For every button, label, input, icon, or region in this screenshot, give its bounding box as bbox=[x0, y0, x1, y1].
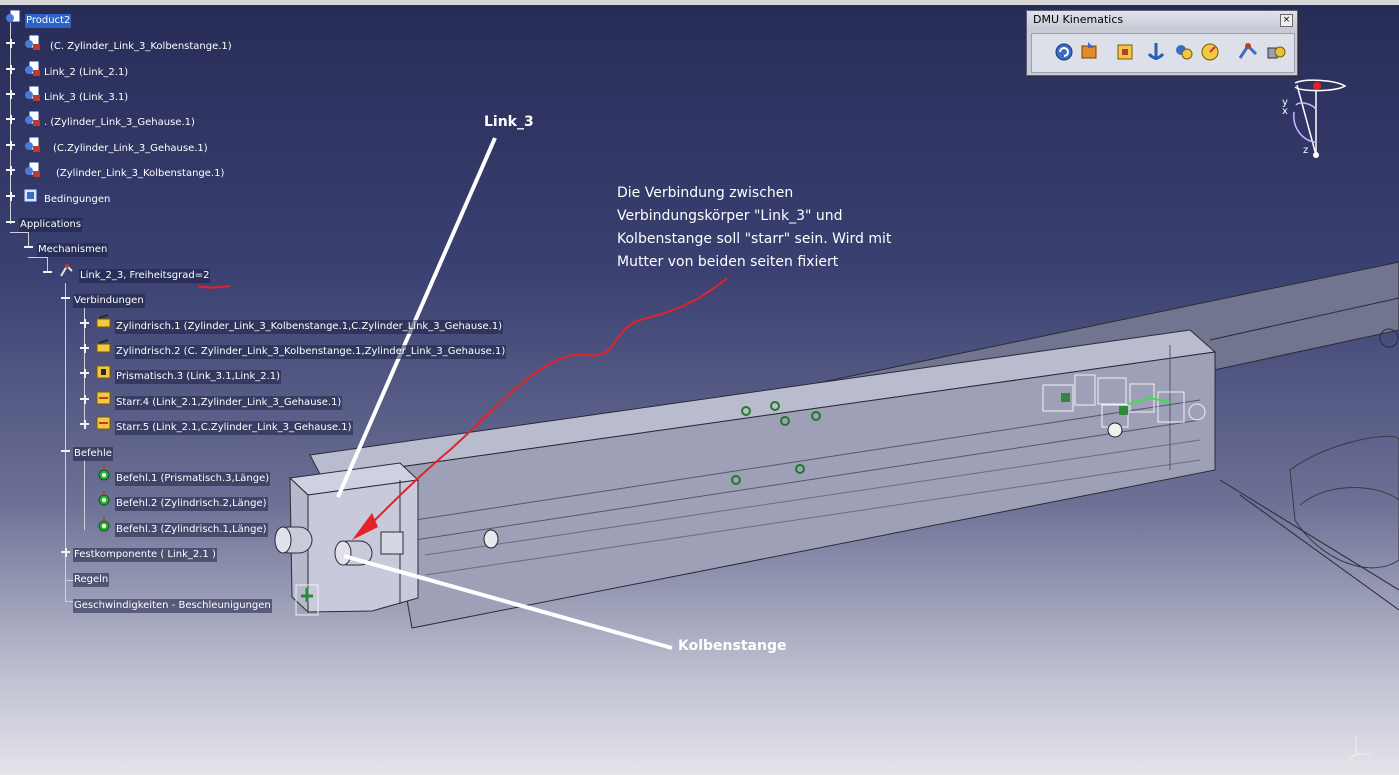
note-line: Die Verbindung zwischen bbox=[617, 185, 794, 201]
assembly-constraints-icon[interactable] bbox=[1172, 40, 1196, 64]
expand-icon[interactable] bbox=[6, 141, 15, 150]
expand-icon[interactable] bbox=[6, 166, 15, 175]
rigid-joint-icon[interactable] bbox=[95, 389, 112, 406]
tree-item-mechanism[interactable]: Link_2_3, Freiheitsgrad=2 bbox=[79, 269, 211, 283]
tree-item-product[interactable]: Link_3 (Link_3.1) bbox=[44, 92, 129, 103]
dmu-kinematics-toolbar[interactable]: DMU Kinematics × bbox=[1026, 10, 1298, 76]
tree-item-command[interactable]: Befehl.2 (Zylindrisch.2,Länge) bbox=[115, 497, 268, 511]
part-icon[interactable] bbox=[24, 34, 41, 51]
tree-item-festkomponente[interactable]: Festkomponente ( Link_2.1 ) bbox=[73, 548, 217, 562]
tree-item-bedingungen[interactable]: Bedingungen bbox=[44, 194, 111, 205]
expand-icon[interactable] bbox=[6, 192, 15, 201]
cylindrical-joint-icon[interactable] bbox=[95, 313, 112, 330]
part-icon[interactable] bbox=[24, 110, 41, 127]
command-icon[interactable] bbox=[96, 516, 113, 533]
cylindrical-joint-icon[interactable] bbox=[95, 338, 112, 355]
tree-item-joint[interactable]: Zylindrisch.1 (Zylinder_Link_3_Kolbensta… bbox=[115, 320, 504, 334]
collapse-icon[interactable] bbox=[61, 294, 70, 303]
expand-icon[interactable] bbox=[80, 369, 89, 378]
expand-icon[interactable] bbox=[80, 420, 89, 429]
expand-icon[interactable] bbox=[80, 344, 89, 353]
prismatic-joint-icon[interactable] bbox=[95, 363, 112, 380]
fixed-part-icon[interactable] bbox=[1144, 40, 1168, 64]
tree-item-joint[interactable]: Prismatisch.3 (Link_3.1,Link_2.1) bbox=[115, 370, 282, 384]
mechanism-analysis-icon[interactable] bbox=[1236, 40, 1260, 64]
expand-icon[interactable] bbox=[80, 395, 89, 404]
tree-item-product[interactable]: (C.Zylinder_Link_3_Gehause.1) bbox=[53, 143, 208, 154]
command-icon[interactable] bbox=[96, 490, 113, 507]
constraints-icon[interactable] bbox=[22, 187, 39, 204]
rigid-joint-icon[interactable] bbox=[95, 414, 112, 431]
product-icon[interactable] bbox=[5, 9, 22, 26]
part-icon[interactable] bbox=[24, 85, 41, 102]
expand-icon[interactable] bbox=[6, 39, 15, 48]
link3-callout-label: Link_3 bbox=[484, 114, 534, 130]
tree-item-applications[interactable]: Applications bbox=[19, 218, 83, 232]
compass-z-label: z bbox=[1303, 145, 1309, 156]
sensor-icon[interactable] bbox=[1264, 40, 1288, 64]
expand-icon[interactable] bbox=[6, 90, 15, 99]
tree-connector bbox=[65, 601, 75, 602]
compass-x-label: x bbox=[1282, 106, 1288, 117]
compass-y-label: y bbox=[1282, 97, 1288, 108]
note-line: Kolbenstange soll "starr" sein. Wird mit bbox=[617, 231, 892, 247]
toolbar-title-bar[interactable]: DMU Kinematics × bbox=[1027, 11, 1297, 30]
note-line: Verbindungskörper "Link_3" und bbox=[617, 208, 843, 224]
part-icon[interactable] bbox=[24, 161, 41, 178]
tree-item-product[interactable]: (Zylinder_Link_3_Kolbenstange.1) bbox=[56, 168, 225, 179]
toolbar-buttons bbox=[1031, 33, 1295, 73]
tree-item-joint[interactable]: Starr.5 (Link_2.1,C.Zylinder_Link_3_Geha… bbox=[115, 421, 353, 435]
tree-connector bbox=[65, 580, 75, 581]
tree-connector bbox=[84, 460, 85, 530]
tree-connector bbox=[47, 257, 48, 273]
tree-item-befehle[interactable]: Befehle bbox=[73, 447, 113, 461]
part-icon[interactable] bbox=[24, 136, 41, 153]
tree-item-root[interactable]: Product2 bbox=[25, 14, 72, 28]
joints-icon[interactable] bbox=[1114, 40, 1138, 64]
close-button[interactable]: × bbox=[1280, 14, 1293, 27]
tree-item-command[interactable]: Befehl.1 (Prismatisch.3,Länge) bbox=[115, 472, 271, 486]
collapse-icon[interactable] bbox=[61, 447, 70, 456]
tree-connector bbox=[28, 232, 29, 248]
expand-icon[interactable] bbox=[80, 319, 89, 328]
tree-connector bbox=[84, 308, 85, 428]
expand-icon[interactable] bbox=[6, 65, 15, 74]
mechanism-icon[interactable] bbox=[58, 262, 75, 279]
note-text: Die Verbindung zwischen Verbindungskörpe… bbox=[617, 182, 891, 274]
toolbar-title: DMU Kinematics bbox=[1033, 13, 1124, 26]
tree-item-joint[interactable]: Starr.4 (Link_2.1,Zylinder_Link_3_Gehaus… bbox=[115, 396, 343, 410]
expand-icon[interactable] bbox=[61, 548, 70, 557]
speed-icon[interactable] bbox=[1198, 40, 1222, 64]
tree-connector bbox=[10, 232, 28, 233]
tree-item-product[interactable]: (C. Zylinder_Link_3_Kolbenstange.1) bbox=[50, 41, 232, 52]
menu-bar-edge bbox=[0, 0, 1399, 5]
collapse-icon[interactable] bbox=[43, 268, 52, 277]
tree-item-command[interactable]: Befehl.3 (Zylindrisch.1,Länge) bbox=[115, 523, 268, 537]
tree-connector bbox=[65, 283, 66, 601]
simulation-icon[interactable] bbox=[1052, 40, 1076, 64]
command-icon[interactable] bbox=[96, 465, 113, 482]
tree-item-joint[interactable]: Zylindrisch.2 (C. Zylinder_Link_3_Kolben… bbox=[115, 345, 507, 359]
specification-tree: Product2 (C. Zylinder_Link_3_Kolbenstang… bbox=[0, 0, 560, 620]
tree-item-regeln[interactable]: Regeln bbox=[73, 573, 110, 587]
tree-item-mechanismen[interactable]: Mechanismen bbox=[37, 243, 109, 257]
update-icon[interactable] bbox=[1078, 40, 1102, 64]
tree-item-product[interactable]: . (Zylinder_Link_3_Gehause.1) bbox=[44, 117, 195, 128]
tree-item-verbindungen[interactable]: Verbindungen bbox=[73, 294, 145, 308]
tree-item-product[interactable]: Link_2 (Link_2.1) bbox=[44, 67, 129, 78]
part-icon[interactable] bbox=[24, 60, 41, 77]
kolbenstange-callout-label: Kolbenstange bbox=[678, 638, 787, 654]
expand-icon[interactable] bbox=[6, 115, 15, 124]
collapse-icon[interactable] bbox=[6, 218, 15, 227]
tree-connector bbox=[28, 257, 47, 258]
collapse-icon[interactable] bbox=[24, 243, 33, 252]
note-line: Mutter von beiden seiten fixiert bbox=[617, 254, 839, 270]
tree-item-geschwindigkeiten[interactable]: Geschwindigkeiten - Beschleunigungen bbox=[73, 599, 272, 613]
